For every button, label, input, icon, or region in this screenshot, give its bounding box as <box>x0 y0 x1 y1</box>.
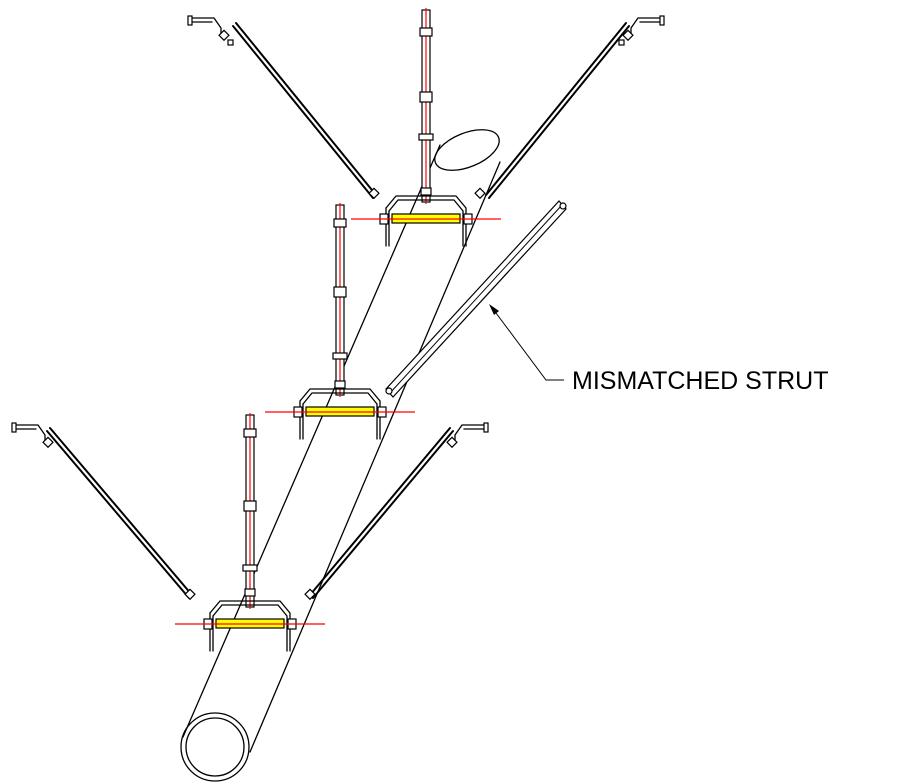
pipe-bottom-end-outer <box>180 712 250 782</box>
callout: MISMATCHED STRUT <box>489 304 828 395</box>
pipe-clamp <box>175 600 325 652</box>
hanger-middle <box>265 203 415 440</box>
left-brace-anchor <box>187 15 234 46</box>
left-brace-cable-b <box>232 25 374 199</box>
left-brace-anchor <box>11 422 54 449</box>
mismatched-strut <box>385 200 567 398</box>
hanger-rod <box>332 203 348 397</box>
hanger-rod <box>242 413 258 609</box>
callout-leader <box>492 308 564 381</box>
pipe-top-end <box>434 129 500 171</box>
pipe-edge-left <box>182 144 441 738</box>
pipe <box>180 129 501 782</box>
pipe-clamp <box>265 388 415 440</box>
pipe-clamp <box>351 195 501 247</box>
right-brace-cable <box>485 22 627 196</box>
callout-label: MISMATCHED STRUT <box>572 367 828 395</box>
strut-center-line <box>389 204 563 394</box>
pipe-edge-right <box>249 161 501 753</box>
left-brace-cable-b <box>46 430 190 599</box>
right-brace-cable-b <box>488 25 630 199</box>
left-brace-cable <box>235 22 377 196</box>
right-brace-cable-b <box>312 430 454 599</box>
callout-arrowhead <box>489 304 499 315</box>
right-brace-anchor <box>446 422 489 449</box>
left-brace-fitting <box>184 588 196 601</box>
strut-base-bolt <box>385 387 393 395</box>
right-brace-fitting <box>474 187 486 200</box>
right-brace-cable <box>309 427 451 596</box>
hanger-rod <box>418 8 434 204</box>
strut-end-bolt <box>559 202 567 210</box>
right-brace-anchor <box>618 15 665 46</box>
pipe-bottom-end-inner <box>185 717 245 777</box>
hanger-bottom <box>11 413 489 652</box>
hanger-top <box>187 8 665 247</box>
left-brace-cable <box>49 427 193 596</box>
right-brace-fitting <box>304 588 316 601</box>
left-brace-fitting <box>368 187 380 200</box>
